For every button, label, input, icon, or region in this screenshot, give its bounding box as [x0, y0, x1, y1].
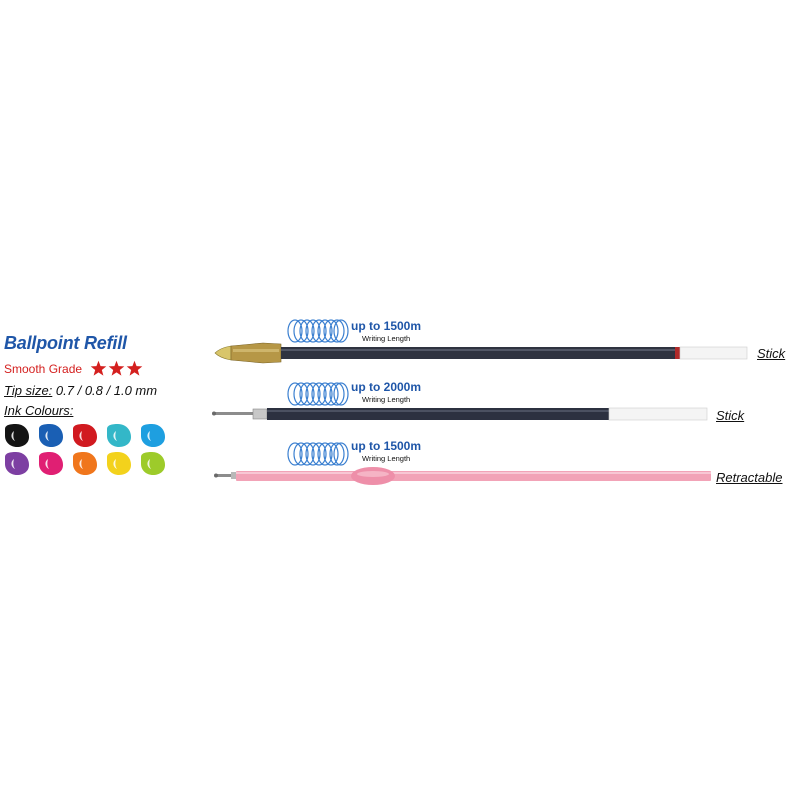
writing-length-caption: Writing Length	[362, 454, 411, 463]
coil-icon	[287, 381, 349, 407]
writing-length-value: up to 1500m	[351, 439, 422, 453]
grade-row: Smooth Grade	[4, 360, 143, 377]
ink-colour-swatches	[2, 422, 172, 476]
star-icon	[90, 360, 107, 377]
ink-colours-label: Ink Colours:	[4, 403, 74, 418]
coil-icon	[287, 318, 349, 344]
star-icon	[126, 360, 143, 377]
ink-colour-swatch	[141, 424, 165, 447]
ink-colour-swatch	[141, 452, 165, 475]
refill-type-label: Retractable	[716, 470, 783, 485]
ink-colour-swatch	[107, 452, 131, 475]
ink-colour-swatch	[5, 452, 29, 475]
writing-length-value: up to 2000m	[351, 380, 422, 394]
writing-length-caption: Writing Length	[362, 395, 411, 404]
refill-type-label: Stick	[757, 346, 786, 361]
ink-colour-swatch	[73, 452, 97, 475]
ink-colour-swatch	[73, 424, 97, 447]
ink-colour-swatch	[39, 452, 63, 475]
rating-stars	[90, 360, 143, 377]
ink-colour-swatch	[5, 424, 29, 447]
grade-label: Smooth Grade	[4, 361, 83, 376]
ink-colour-swatch	[39, 424, 63, 447]
refill-type-label: Stick	[716, 408, 745, 423]
tip-size-label: Tip size:	[4, 383, 53, 398]
star-icon	[108, 360, 125, 377]
tip-size: Tip size: 0.7 / 0.8 / 1.0 mm	[4, 383, 157, 398]
ink-colour-swatch	[107, 424, 131, 447]
tip-size-value: 0.7 / 0.8 / 1.0 mm	[52, 383, 158, 398]
writing-length-caption: Writing Length	[362, 334, 411, 343]
product-title: Ballpoint Refill	[4, 333, 127, 353]
coil-icon	[287, 441, 349, 467]
writing-length-value: up to 1500m	[351, 319, 422, 333]
refill-stick-2	[211, 402, 711, 426]
refill-stick-1	[213, 340, 748, 366]
refill-retractable	[213, 463, 713, 489]
